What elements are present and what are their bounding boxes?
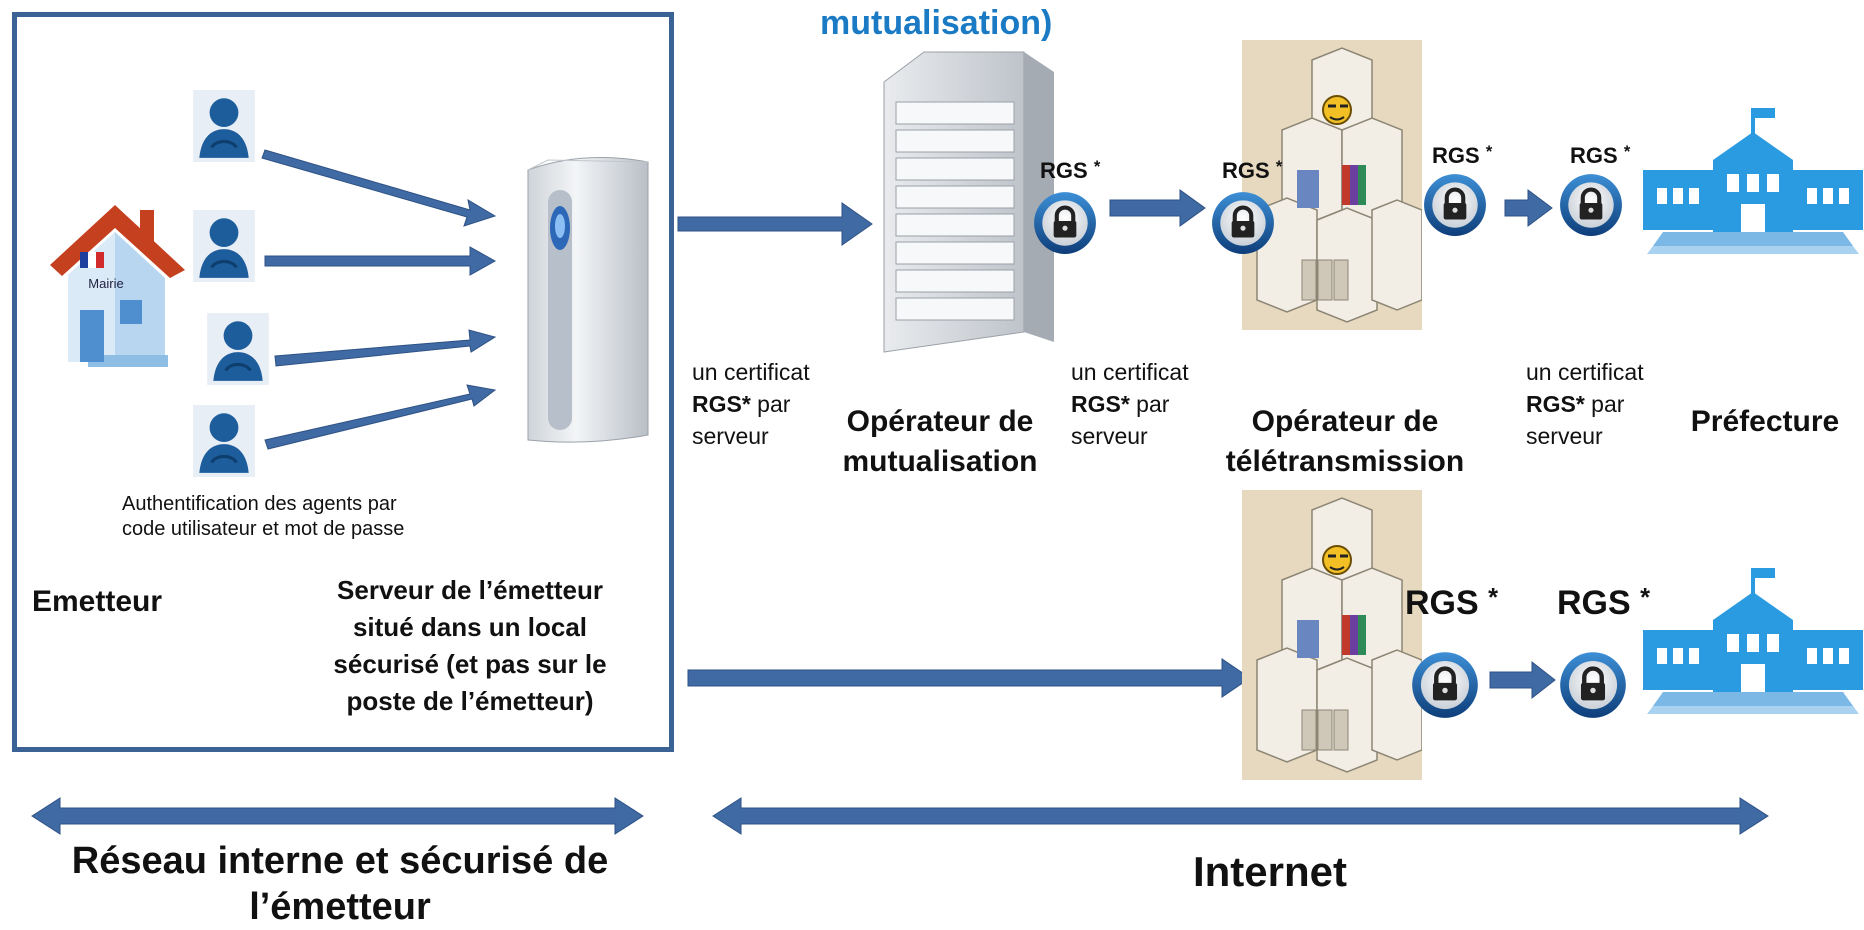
arrow-icon <box>31 797 644 835</box>
mutualisation-operator-label: Opérateur de mutualisation <box>842 405 1038 478</box>
datacenter-icon <box>1242 490 1422 785</box>
emitter-label: Emetteur <box>32 585 163 618</box>
house-icon: Mairie <box>40 190 190 375</box>
top-heading: mutualisation) <box>820 4 1053 42</box>
rgs-label: RGS * <box>1222 158 1283 183</box>
arrow-icon <box>261 149 497 227</box>
rgs-label: RGS * <box>1557 584 1651 622</box>
house-sign: Mairie <box>88 276 124 291</box>
arrow-icon <box>687 658 1251 698</box>
arrow-icon <box>274 329 497 367</box>
arrow-icon <box>1109 189 1206 227</box>
datacenter-icon <box>1242 40 1422 335</box>
prefecture-label: Préfecture <box>1690 405 1840 438</box>
arrow-icon <box>264 246 497 276</box>
arrow-icon <box>1489 660 1556 700</box>
lock-icon <box>1410 650 1480 725</box>
rgs-label: RGS * <box>1432 143 1493 168</box>
rgs-label: RGS * <box>1570 143 1631 168</box>
arrow-icon <box>677 202 873 246</box>
certificate-note: un certificat RGS* par serveur <box>692 359 810 449</box>
prefecture-building-icon <box>1643 560 1863 725</box>
lock-icon <box>1558 172 1624 243</box>
lock-icon <box>1558 650 1628 725</box>
rgs-label: RGS * <box>1405 584 1499 622</box>
internet-label: Internet <box>1192 848 1347 895</box>
auth-note: Authentification des agents par code uti… <box>122 493 405 540</box>
storage-server-icon <box>508 150 658 450</box>
rack-server-icon <box>883 51 1059 357</box>
lock-icon <box>1032 190 1098 261</box>
arrow-icon <box>1504 189 1553 227</box>
server-description: Serveur de l’émetteur situé dans un loca… <box>333 575 607 716</box>
prefecture-building-icon <box>1643 100 1863 265</box>
arrow-icon <box>712 797 1769 835</box>
lock-icon <box>1210 190 1276 261</box>
arrow-icon <box>264 384 497 450</box>
internal-network-label: Réseau interne et sécurisé de l’émetteur <box>71 840 609 928</box>
rgs-label: RGS * <box>1040 158 1101 183</box>
certificate-note: un certificat RGS* par serveur <box>1071 359 1189 449</box>
lock-icon <box>1422 172 1488 243</box>
certificate-note: un certificat RGS* par serveur <box>1526 359 1644 449</box>
teletransmission-operator-label: Opérateur de télétransmission <box>1225 405 1465 478</box>
